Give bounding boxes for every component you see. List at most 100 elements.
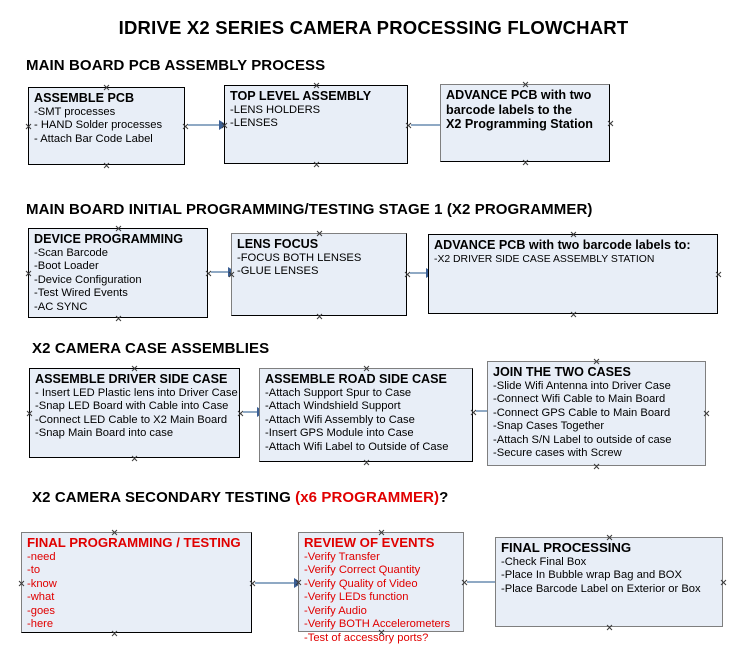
node-line: -Attach Wifi Assembly to Case	[265, 413, 415, 426]
node-title: ADVANCE PCB with two	[446, 88, 592, 102]
resize-handle-top[interactable]	[313, 82, 320, 89]
node-line: -Snap Main Board into case	[35, 427, 174, 440]
node-line: -Attach S/N Label to outside of case	[493, 433, 672, 446]
section-heading-x2-camera-case-assemblies: X2 CAMERA CASE ASSEMBLIES	[32, 340, 270, 357]
connector-final-programming-to-review-of-events	[255, 578, 302, 588]
page-title: IDRIVE X2 SERIES CAMERA PROCESSING FLOWC…	[118, 17, 629, 38]
section-heading-main-board-initial-programming: MAIN BOARD INITIAL PROGRAMMING/TESTING S…	[26, 201, 593, 218]
node-join-the-two-cases[interactable]: JOIN THE TWO CASES -Slide Wifi Antenna i…	[487, 361, 706, 466]
node-line: -goes	[27, 604, 55, 617]
node-title-line: X2 Programming Station	[446, 117, 593, 131]
resize-handle-top[interactable]	[111, 529, 118, 536]
resize-handle-right[interactable]	[720, 579, 727, 586]
node-line: -Attach Windshield Support	[265, 400, 401, 413]
resize-handle-left[interactable]	[26, 410, 33, 417]
resize-handle-top[interactable]	[115, 225, 122, 232]
resize-handle-left[interactable]	[228, 271, 235, 278]
node-line: - Attach Bar Code Label	[34, 132, 153, 145]
resize-handle-bottom[interactable]	[522, 159, 529, 166]
node-line: -Snap Cases Together	[493, 420, 605, 433]
resize-handle-bottom[interactable]	[103, 162, 110, 169]
resize-handle-left[interactable]	[25, 123, 32, 130]
resize-handle-bottom[interactable]	[606, 624, 613, 631]
node-title: TOP LEVEL ASSEMBLY	[230, 89, 372, 103]
node-advance-pcb-driver-side-station[interactable]: ADVANCE PCB with two barcode labels to: …	[428, 234, 718, 314]
node-line: -AC SYNC	[34, 300, 88, 313]
resize-handle-top[interactable]	[363, 365, 370, 372]
node-line: -Connect LED Cable to X2 Main Board	[35, 413, 228, 426]
node-device-programming[interactable]: DEVICE PROGRAMMING -Scan Barcode -Boot L…	[28, 228, 208, 318]
node-lens-focus[interactable]: LENS FOCUS -FOCUS BOTH LENSES -GLUE LENS…	[231, 233, 407, 316]
node-line: -Connect GPS Cable to Main Board	[493, 406, 671, 419]
node-top-level-assembly[interactable]: TOP LEVEL ASSEMBLY -LENS HOLDERS -LENSES	[224, 85, 408, 164]
node-line: -Slide Wifi Antenna into Driver Case	[493, 379, 671, 392]
node-line: -here	[27, 618, 54, 631]
resize-handle-bottom[interactable]	[131, 455, 138, 462]
node-line: -Attach Support Spur to Case	[265, 386, 412, 399]
resize-handle-right[interactable]	[607, 120, 614, 127]
node-line: -Verify Quality of Video	[304, 577, 418, 590]
node-line: -GLUE LENSES	[237, 265, 319, 278]
resize-handle-top[interactable]	[316, 230, 323, 237]
resize-handle-bottom[interactable]	[111, 630, 118, 637]
node-line: - HAND Solder processes	[34, 119, 163, 132]
resize-handle-bottom[interactable]	[313, 161, 320, 168]
resize-handle-bottom[interactable]	[378, 629, 385, 636]
node-line: -Snap LED Board with Cable into Case	[35, 400, 229, 413]
node-line: -Test Wired Events	[34, 287, 128, 300]
node-line: -Place Barcode Label on Exterior or Box	[501, 582, 701, 595]
resize-handle-left[interactable]	[295, 579, 302, 586]
node-line: -to	[27, 564, 41, 577]
connector-top-level-to-advance-pcb	[411, 120, 448, 130]
connector-lens-focus-to-advance-pcb	[410, 268, 434, 278]
node-review-of-events[interactable]: REVIEW OF EVENTS -Verify Transfer -Verif…	[298, 532, 464, 644]
connector-assemble-pcb-to-top-level	[188, 120, 227, 130]
node-line: -Verify LEDs function	[304, 591, 409, 604]
resize-handle-top[interactable]	[103, 84, 110, 91]
resize-handle-left[interactable]	[25, 270, 32, 277]
resize-handle-right[interactable]	[715, 271, 722, 278]
node-title: LENS FOCUS	[237, 237, 319, 251]
node-title: ADVANCE PCB with two barcode labels to:	[434, 238, 691, 252]
resize-handle-top[interactable]	[606, 534, 613, 541]
node-assemble-pcb[interactable]: ASSEMBLE PCB -SMT processes - HAND Solde…	[28, 87, 185, 165]
node-assemble-road-side-case[interactable]: ASSEMBLE ROAD SIDE CASE -Attach Support …	[259, 368, 473, 462]
resize-handle-top[interactable]	[522, 81, 529, 88]
node-advance-pcb-programming-station[interactable]: ADVANCE PCB with two barcode labels to t…	[440, 84, 610, 162]
node-final-processing[interactable]: FINAL PROCESSING -Check Final Box -Place…	[495, 537, 723, 627]
resize-handle-top[interactable]	[593, 358, 600, 365]
node-title-line: barcode labels to the	[446, 102, 572, 117]
section-heading-accent: (x6 PROGRAMMER)	[295, 489, 440, 506]
node-line: -Verify Transfer	[304, 550, 380, 563]
section-heading-x2-camera-secondary-testing: X2 CAMERA SECONDARY TESTING (x6 PROGRAMM…	[32, 489, 448, 506]
node-line: -Device Configuration	[34, 273, 142, 286]
node-line: -know	[27, 577, 57, 590]
node-assemble-driver-side-case[interactable]: ASSEMBLE DRIVER SIDE CASE - Insert LED P…	[29, 368, 240, 458]
node-line: -LENS HOLDERS	[230, 103, 321, 116]
node-final-programming-testing[interactable]: FINAL PROGRAMMING / TESTING -need -to -k…	[21, 532, 252, 633]
node-line: -Verify Audio	[304, 604, 367, 617]
resize-handle-top[interactable]	[131, 365, 138, 372]
resize-handle-top[interactable]	[570, 231, 577, 238]
node-line: -Insert GPS Module into Case	[265, 427, 414, 440]
node-title: FINAL PROGRAMMING / TESTING	[27, 535, 241, 550]
resize-handle-left[interactable]	[18, 580, 25, 587]
node-title: REVIEW OF EVENTS	[304, 535, 435, 550]
resize-handle-bottom[interactable]	[316, 313, 323, 320]
resize-handle-left[interactable]	[221, 122, 228, 129]
node-line: -LENSES	[230, 117, 278, 130]
resize-handle-bottom[interactable]	[593, 463, 600, 470]
node-title: ASSEMBLE ROAD SIDE CASE	[265, 372, 447, 386]
node-line: -what	[27, 591, 55, 604]
connector-device-programming-to-lens-focus	[211, 267, 236, 277]
resize-handle-right[interactable]	[703, 410, 710, 417]
resize-handle-bottom[interactable]	[570, 311, 577, 318]
node-line: -Check Final Box	[501, 555, 587, 568]
resize-handle-bottom[interactable]	[115, 315, 122, 322]
section-heading-text: X2 CAMERA SECONDARY TESTING	[32, 489, 296, 506]
node-line: -need	[27, 550, 56, 563]
resize-handle-top[interactable]	[378, 529, 385, 536]
node-line: -Connect Wifi Cable to Main Board	[493, 393, 666, 406]
resize-handle-bottom[interactable]	[363, 459, 370, 466]
